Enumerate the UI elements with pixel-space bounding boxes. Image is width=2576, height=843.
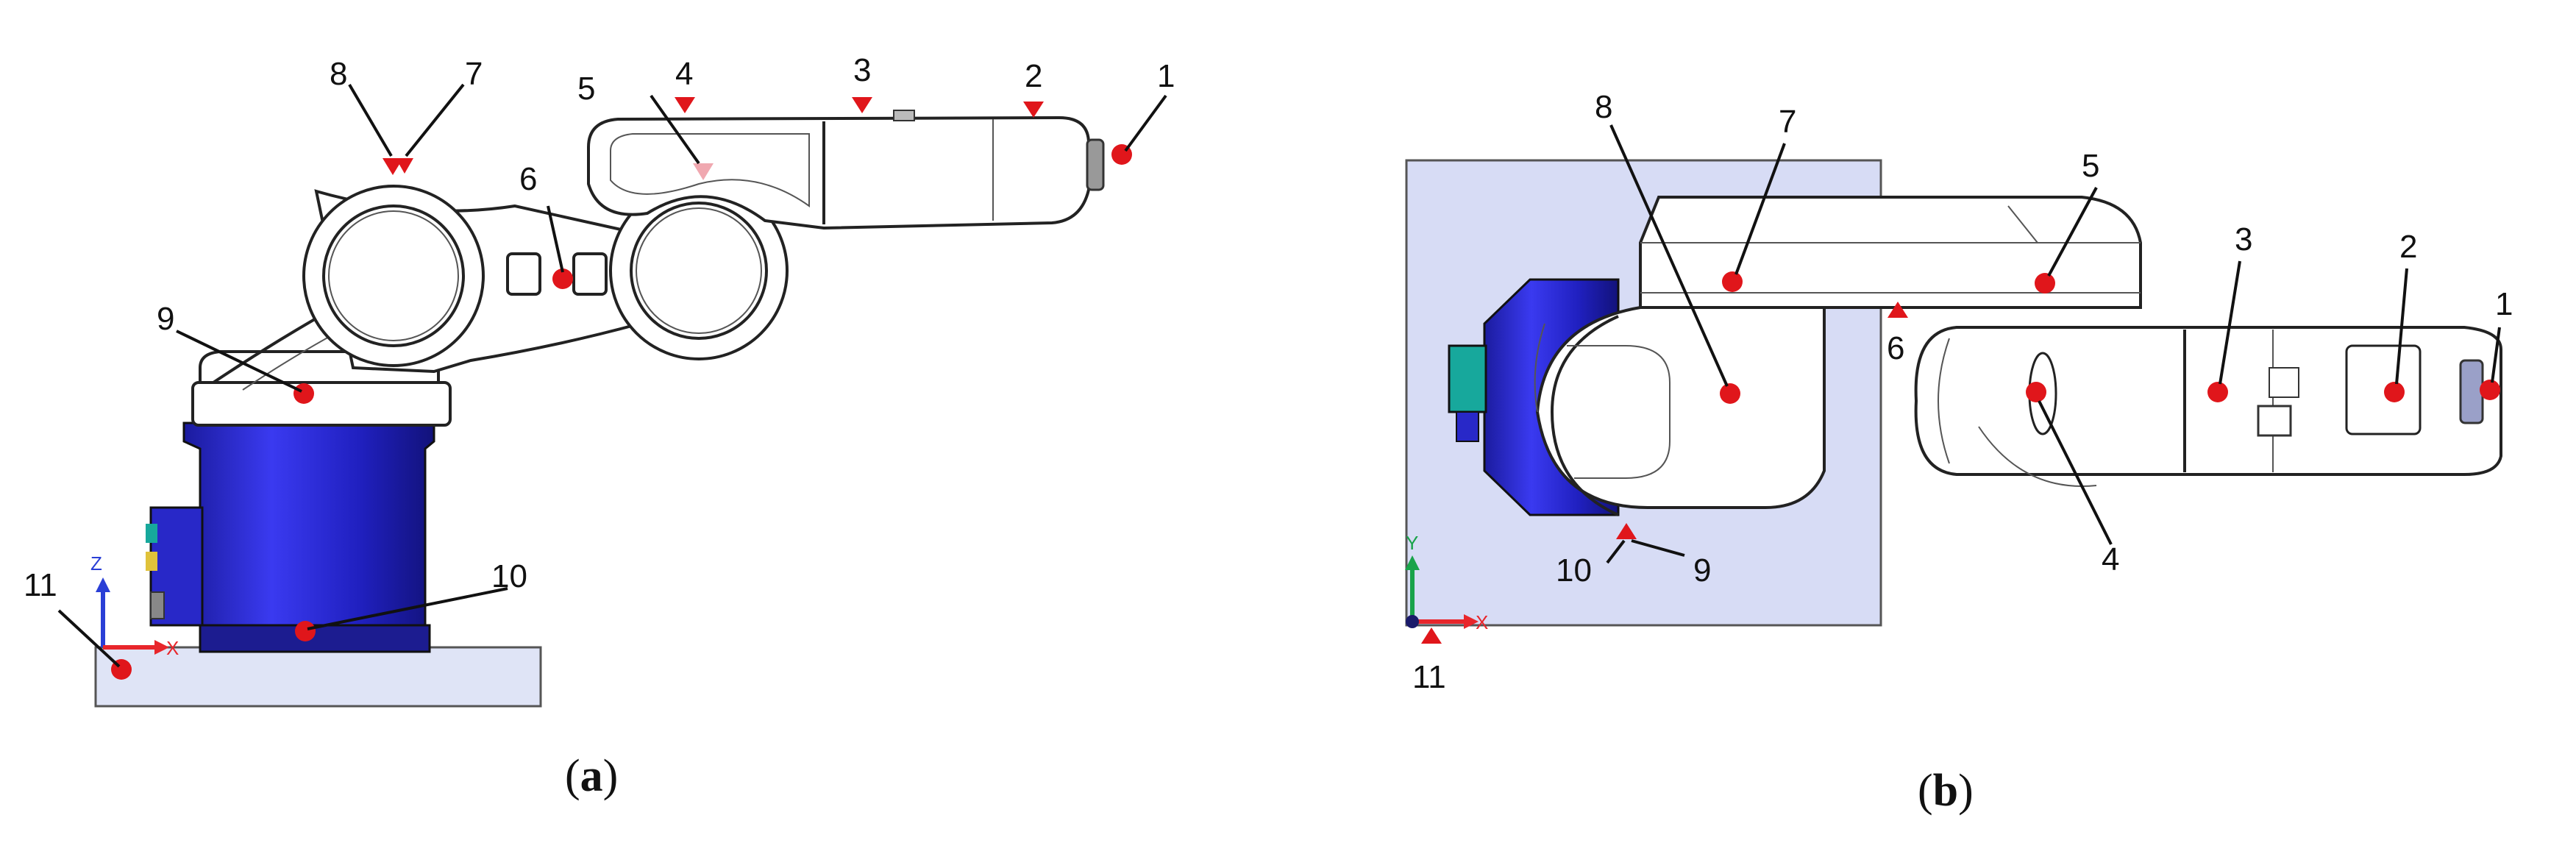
label-9: 9 <box>1693 552 1711 588</box>
label-6: 6 <box>519 161 537 197</box>
axis-x-label: X <box>166 637 179 659</box>
shoulder-top <box>1535 306 1826 509</box>
axis-z-label: Z <box>90 552 102 575</box>
label-3: 3 <box>2235 221 2252 257</box>
label-1: 1 <box>1157 58 1175 94</box>
marker-triangle <box>1887 302 1908 318</box>
label-11: 11 <box>24 567 57 603</box>
label-2: 2 <box>1025 58 1042 94</box>
marker-triangle <box>693 163 714 180</box>
marker-triangle <box>1421 627 1442 644</box>
label-3: 3 <box>853 52 871 88</box>
label-7: 7 <box>1779 104 1796 140</box>
label-2: 2 <box>2399 229 2417 265</box>
upper-arm-top <box>1639 196 2142 309</box>
label-5: 5 <box>577 71 595 107</box>
label-10: 10 <box>491 558 527 594</box>
marker-dot <box>2035 273 2055 294</box>
marker-dot <box>2480 380 2500 400</box>
axis-y-label: Y <box>1406 532 1418 554</box>
marker-dot <box>2026 382 2046 402</box>
wrist-flange-a <box>1086 138 1105 191</box>
label-6: 6 <box>1887 330 1904 366</box>
label-1: 1 <box>2495 286 2513 322</box>
label-8: 8 <box>330 56 347 92</box>
axis-triad: Y X <box>1405 532 1488 633</box>
label-11: 11 <box>1412 659 1446 695</box>
marker-triangle <box>852 97 872 113</box>
axis-triad: Z X <box>90 552 179 659</box>
marker-triangle <box>675 97 695 113</box>
marker-triangle <box>1023 102 1044 118</box>
label-4: 4 <box>2102 541 2119 577</box>
label-9: 9 <box>157 301 174 337</box>
marker-dot <box>2384 382 2405 402</box>
robot-base-a <box>146 422 435 653</box>
label-10: 10 <box>1556 552 1592 588</box>
marker-dot <box>295 621 316 641</box>
marker-triangle <box>1616 523 1637 539</box>
marker-dot <box>293 383 314 404</box>
marker-triangle <box>396 158 413 174</box>
label-4: 4 <box>675 56 693 92</box>
wrist-flange-b <box>2459 359 2484 424</box>
ground-plate <box>94 646 542 708</box>
caption-b: (b) <box>1918 766 1974 816</box>
marker-triangle <box>383 158 403 175</box>
caption-a: (a) <box>565 751 618 801</box>
marker-dot <box>552 268 573 289</box>
marker-dot <box>2207 382 2228 402</box>
marker-dot <box>1720 383 1740 404</box>
marker-dot <box>1722 271 1743 292</box>
upper-arm <box>587 115 1090 230</box>
panel-b: 1 2 3 4 5 6 7 8 9 10 11 Y X (b) <box>1405 89 2513 816</box>
label-7: 7 <box>465 56 483 92</box>
label-5: 5 <box>2082 148 2099 184</box>
panel-a: 1 2 3 4 5 6 7 8 9 10 11 Z X (a) <box>24 52 1175 801</box>
label-8: 8 <box>1595 89 1612 125</box>
axis-x-label: X <box>1476 611 1488 633</box>
